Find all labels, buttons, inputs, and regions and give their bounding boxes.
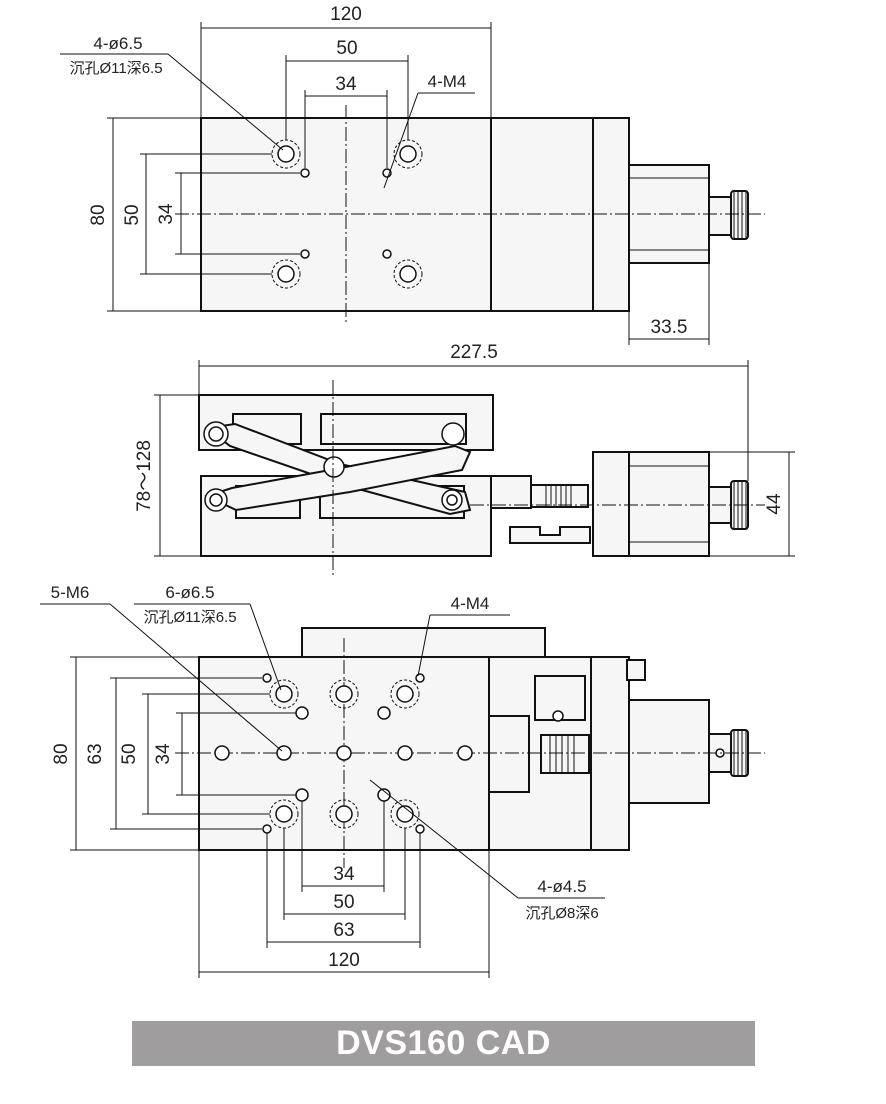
side-motor — [628, 451, 710, 557]
bottom-dim-outer-y: 63 — [85, 743, 106, 764]
cad-drawing: 120 50 34 80 50 34 33.5 4-ø6.5 沉孔Ø11深6.5… — [40, 4, 795, 978]
bottom-motor — [628, 699, 710, 804]
bottom-small-hole — [262, 824, 272, 834]
pivot-pin — [441, 422, 465, 446]
drive-bracket — [509, 526, 591, 544]
page-title: DVS160 CAD — [336, 1024, 551, 1062]
top-dim-tapped-x: 34 — [335, 74, 357, 95]
bottom-dim-inner-x: 34 — [333, 864, 355, 885]
top-tapped-hole — [300, 249, 310, 259]
top-knob — [730, 190, 749, 240]
top-dim-knob: 33.5 — [651, 317, 688, 338]
top-dim-width: 120 — [330, 4, 362, 25]
top-dim-tapped-y: 34 — [156, 203, 177, 225]
bottom-note-holes-1: 6-ø6.5 — [165, 583, 214, 602]
side-dim-length: 227.5 — [450, 342, 498, 363]
bottom-m6-hole — [457, 745, 473, 761]
lead-screw-block — [490, 475, 532, 509]
side-slot — [320, 413, 467, 445]
side-end-plate — [592, 451, 630, 557]
side-dim-height: 78～128 — [134, 440, 155, 512]
scissor-link — [204, 444, 472, 512]
bottom-hole — [335, 685, 353, 703]
top-view: 120 50 34 80 50 34 33.5 4-ø6.5 沉孔Ø11深6.5… — [60, 4, 765, 345]
top-hole — [399, 265, 417, 283]
top-note-holes-1: 4-ø6.5 — [93, 34, 142, 53]
top-dim-height: 80 — [88, 204, 109, 225]
pivot-pin — [323, 456, 345, 478]
bottom-small-hole — [415, 824, 425, 834]
top-tapped-hole — [300, 168, 310, 178]
top-note-tapped: 4-M4 — [428, 72, 467, 91]
bottom-note-tapped: 4-M4 — [451, 594, 490, 613]
side-view: 227.5 78～128 44 — [134, 342, 795, 575]
top-hole — [399, 145, 417, 163]
top-knob-base — [708, 196, 732, 236]
bottom-coupling — [540, 734, 590, 774]
bottom-rail — [301, 627, 546, 659]
bottom-note-m6: 5-M6 — [51, 583, 90, 602]
top-note-holes-2: 沉孔Ø11深6.5 — [69, 60, 162, 77]
bottom-hole — [396, 685, 414, 703]
bottom-dim-inner-y: 34 — [153, 743, 174, 765]
bottom-tapped-hole — [295, 706, 309, 720]
bottom-note-small-2: 沉孔Ø8深6 — [525, 905, 598, 922]
top-tapped-hole — [382, 249, 392, 259]
side-dim-motor: 44 — [764, 493, 785, 515]
bottom-note-small-1: 4-ø4.5 — [537, 877, 586, 896]
bottom-small-hole — [415, 673, 425, 683]
bottom-small-hole — [262, 673, 272, 683]
bottom-note-holes-2: 沉孔Ø11深6.5 — [143, 609, 236, 626]
bottom-m6-hole — [397, 745, 413, 761]
top-hole — [277, 145, 295, 163]
bottom-dim-width: 120 — [328, 950, 360, 971]
bottom-tapped-hole — [295, 788, 309, 802]
bottom-tapped-hole — [377, 706, 391, 720]
bottom-dim-outer-x: 63 — [333, 920, 354, 941]
title-banner: DVS160 CAD — [132, 1021, 755, 1066]
bottom-dim-mid-y: 50 — [119, 743, 140, 764]
bottom-view: 80 63 50 34 34 50 63 120 5-M6 6-ø6.5 沉孔Ø… — [40, 583, 765, 978]
bottom-hole — [275, 805, 293, 823]
bottom-hole — [275, 685, 293, 703]
bottom-dim-height: 80 — [51, 743, 72, 764]
bottom-connector — [626, 659, 646, 681]
top-dim-holes-y: 50 — [122, 204, 143, 225]
coupling — [530, 484, 589, 508]
bottom-dim-mid-x: 50 — [333, 892, 354, 913]
bottom-hole — [335, 805, 353, 823]
bottom-nut-block — [488, 715, 530, 793]
top-dim-holes-x: 50 — [336, 38, 357, 59]
bottom-m6-hole — [214, 745, 230, 761]
top-hole — [277, 265, 295, 283]
bottom-m6-hole — [336, 745, 352, 761]
